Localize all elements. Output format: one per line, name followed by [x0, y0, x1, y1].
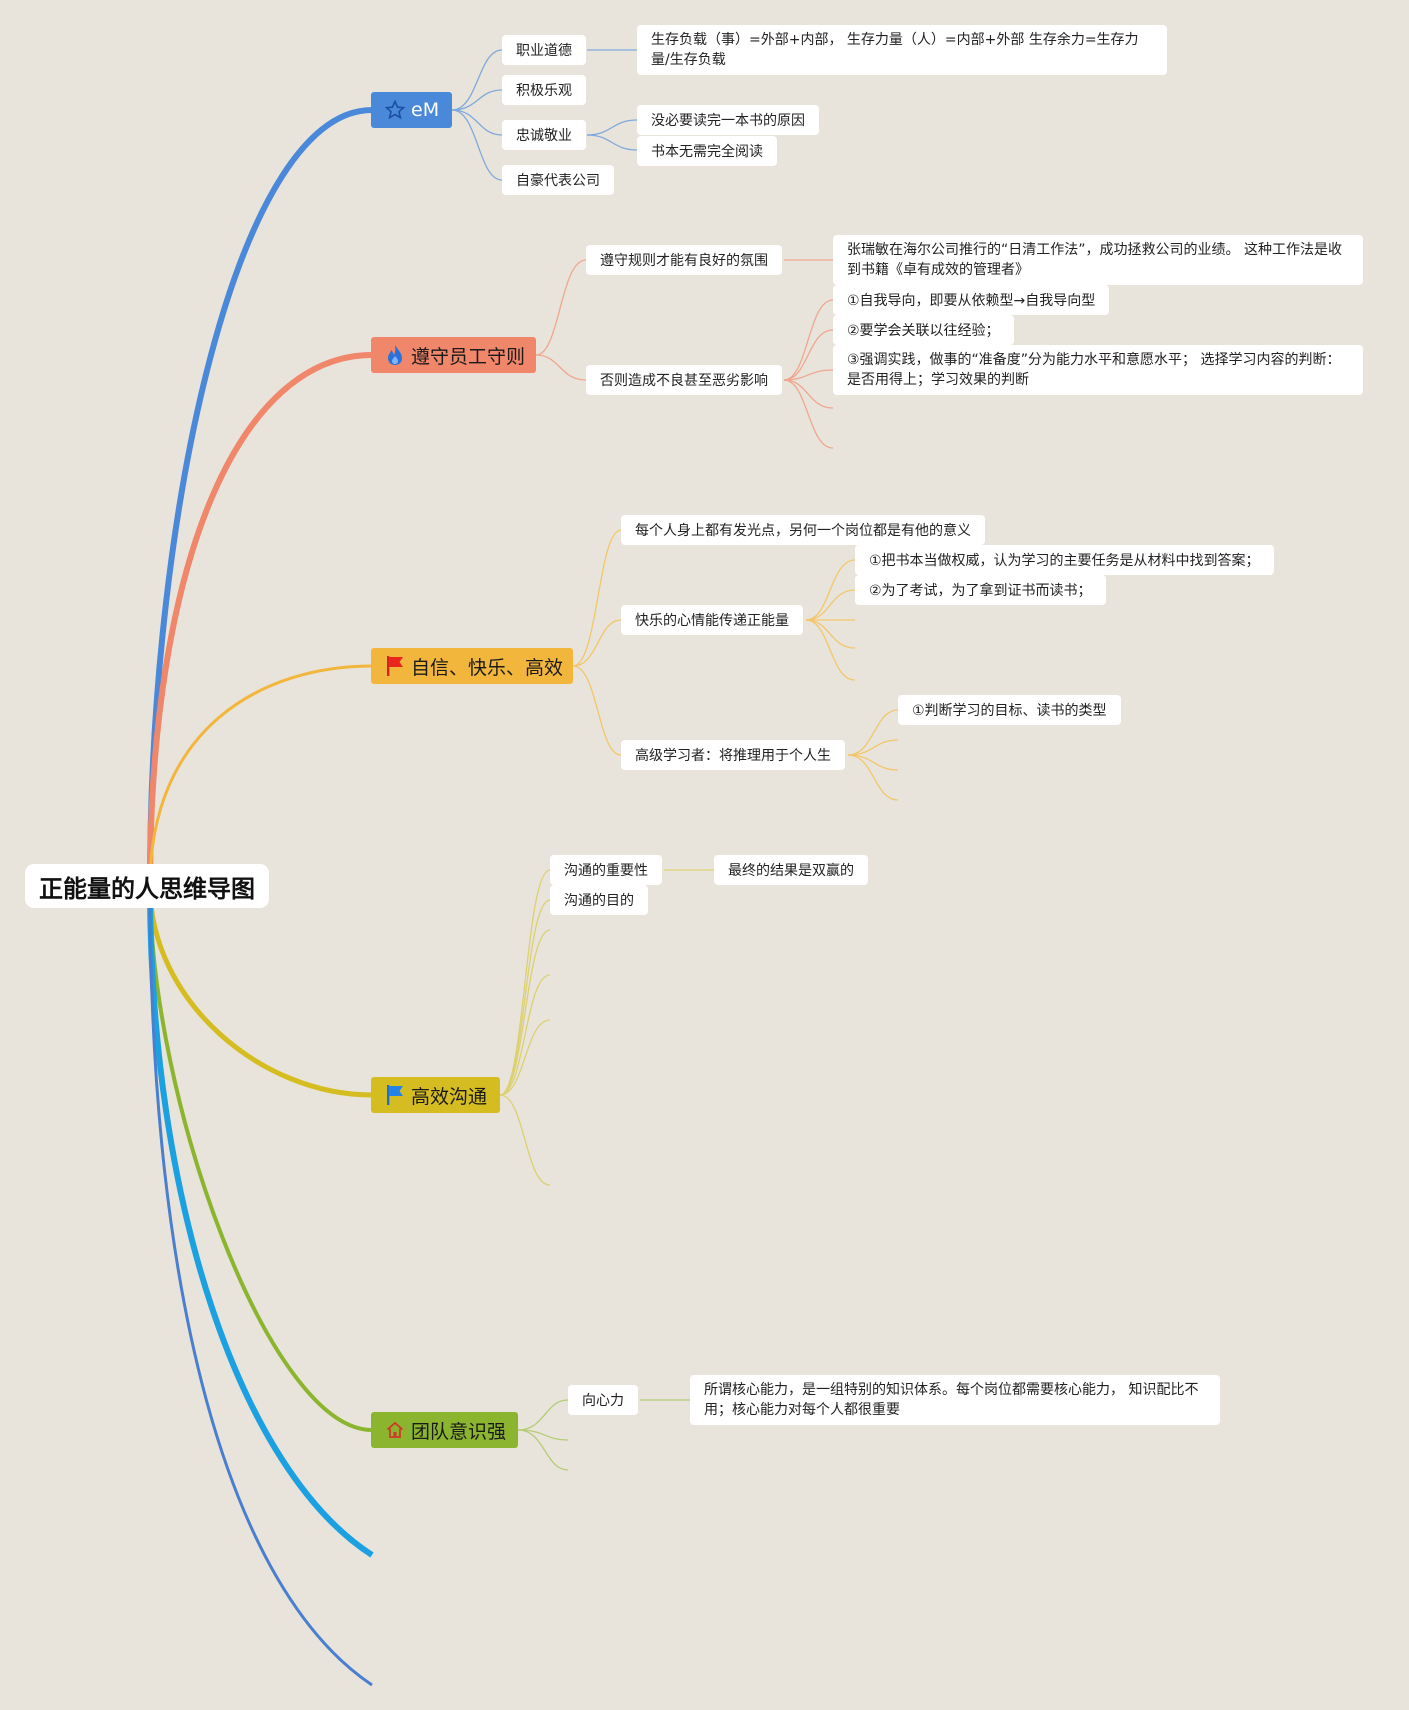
branch-em-label: eM: [411, 99, 440, 121]
link-root-em: [147, 107, 373, 887]
note-loyalty-book[interactable]: 书本无需完全阅读: [637, 136, 777, 166]
branch-comm[interactable]: 高效沟通: [371, 1077, 500, 1113]
note-for-exam[interactable]: ②为了考试，为了拿到证书而读书；: [855, 575, 1106, 605]
link-root-happy: [148, 664, 373, 887]
fire-icon: [388, 345, 402, 365]
note-win-win[interactable]: 最终的结果是双赢的: [714, 855, 868, 885]
note-haier[interactable]: 张瑞敏在海尔公司推行的“日清工作法”，成功拯救公司的业绩。 这种工作法是收到书籍…: [833, 235, 1363, 285]
branch-happy-label: 自信、快乐、高效: [411, 656, 564, 679]
branch-team[interactable]: 团队意识强: [371, 1412, 518, 1448]
topic-comm-importance[interactable]: 沟通的重要性: [550, 855, 662, 885]
branch-happy[interactable]: 自信、快乐、高效: [371, 648, 573, 684]
link-root-extra-1: [147, 885, 374, 1558]
note-experience[interactable]: ②要学会关联以往经验；: [833, 315, 1014, 345]
link-root-team: [148, 885, 373, 1432]
note-practice[interactable]: ③强调实践，做事的“准备度”分为能力水平和意愿水平； 选择学习内容的判断：是否用…: [833, 345, 1363, 395]
note-book-authority[interactable]: ①把书本当做权威，认为学习的主要任务是从材料中找到答案；: [855, 545, 1274, 575]
topic-cohesion[interactable]: 向心力: [568, 1385, 638, 1415]
red-flag-icon: [387, 656, 403, 676]
branch-rules-label: 遵守员工守则: [411, 345, 526, 368]
note-ethics[interactable]: 生存负载（事）=外部+内部， 生存力量（人）=内部+外部 生存余力=生存力量/生…: [637, 25, 1167, 75]
topic-advanced-learner[interactable]: 高级学习者：将推理用于个人生: [621, 740, 845, 770]
link-root-comm: [147, 885, 373, 1098]
house-icon: [386, 1421, 404, 1438]
topic-happy-mood[interactable]: 快乐的心情能传递正能量: [621, 605, 803, 635]
topic-loyalty[interactable]: 忠诚敬业: [502, 120, 586, 150]
branch-em[interactable]: eM: [371, 92, 452, 128]
root-topic[interactable]: 正能量的人思维导图: [25, 864, 269, 908]
branch-rules[interactable]: 遵守员工守则: [371, 337, 536, 373]
note-loyalty-reason[interactable]: 没必要读完一本书的原因: [637, 105, 819, 135]
topic-shining-point[interactable]: 每个人身上都有发光点，另何一个岗位都是有他的意义: [621, 515, 985, 545]
topic-optimism[interactable]: 积极乐观: [502, 75, 586, 105]
note-core-competence[interactable]: 所谓核心能力，是一组特别的知识体系。每个岗位都需要核心能力， 知识配比不用；核心…: [690, 1375, 1220, 1425]
topic-rules-consequence[interactable]: 否则造成不良甚至恶劣影响: [586, 365, 782, 395]
topic-rules-atmosphere[interactable]: 遵守规则才能有良好的氛围: [586, 245, 782, 275]
note-learning-goal[interactable]: ①判断学习的目标、读书的类型: [898, 695, 1121, 725]
link-root-extra-2: [148, 885, 373, 1687]
topic-comm-purpose[interactable]: 沟通的目的: [550, 885, 648, 915]
link-root-rules: [147, 352, 373, 887]
star-icon: [385, 100, 405, 120]
branch-comm-label: 高效沟通: [411, 1085, 488, 1108]
branch-team-label: 团队意识强: [411, 1420, 507, 1443]
note-self-directed[interactable]: ①自我导向，即要从依赖型→自我导向型: [833, 285, 1110, 315]
topic-pride[interactable]: 自豪代表公司: [502, 165, 614, 195]
topic-ethics[interactable]: 职业道德: [502, 35, 586, 65]
blue-flag-icon: [387, 1085, 403, 1105]
